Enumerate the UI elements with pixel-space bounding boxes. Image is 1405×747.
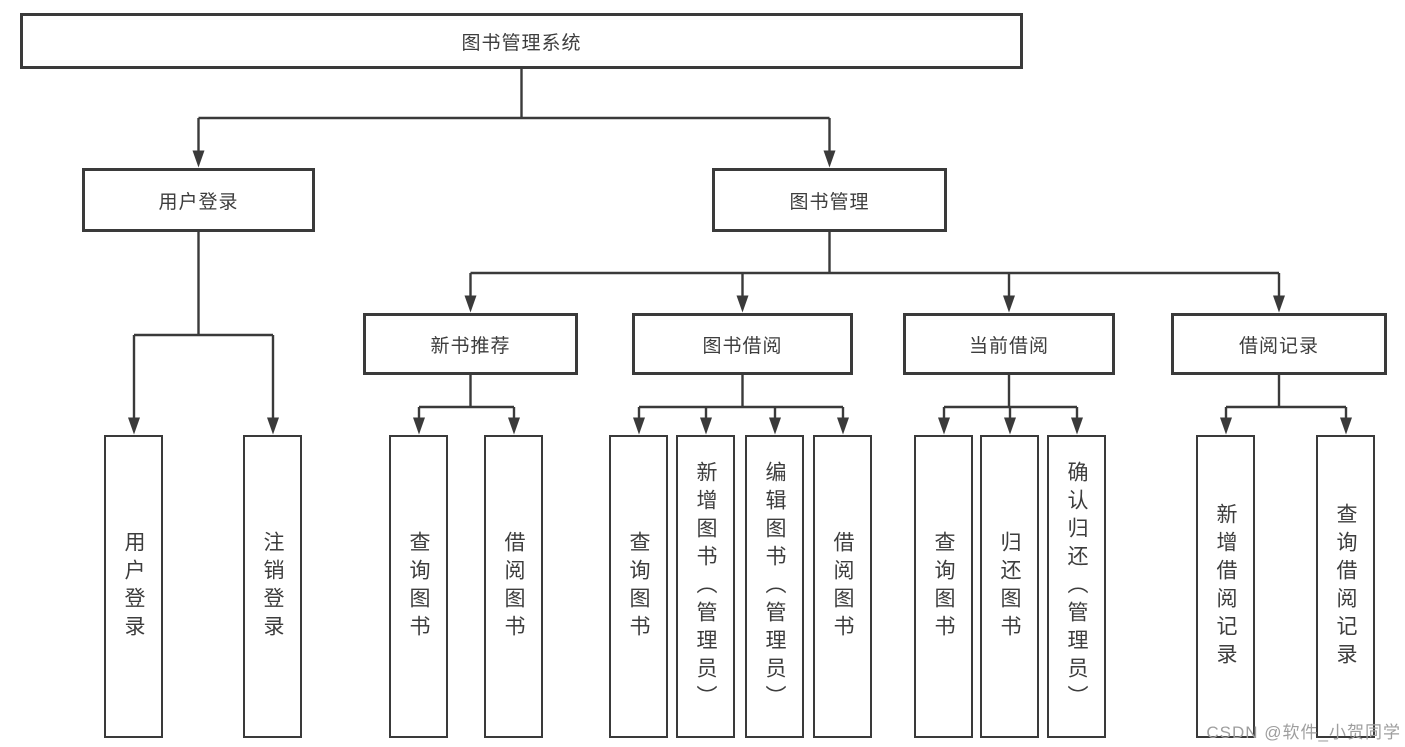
node-current-borrowing: 当前借阅 xyxy=(903,313,1115,375)
leaf-return-books: 归还图书 xyxy=(980,435,1039,738)
leaf-confirm-return-admin: 确认归还（管理员） xyxy=(1047,435,1106,738)
csdn-watermark: CSDN @软件_小贺同学 xyxy=(1206,723,1401,742)
leaf-query-borrow-record: 查询借阅记录 xyxy=(1316,435,1375,738)
leaf-query-books-borrowing: 查询图书 xyxy=(609,435,668,738)
leaf-add-books-admin: 新增图书（管理员） xyxy=(676,435,735,738)
node-book-borrowing: 图书借阅 xyxy=(632,313,853,375)
node-book-management: 图书管理 xyxy=(712,168,947,232)
leaf-borrow-books-recommend: 借阅图书 xyxy=(484,435,543,738)
leaf-borrow-books-borrowing: 借阅图书 xyxy=(813,435,872,738)
node-user-login: 用户登录 xyxy=(82,168,315,232)
leaf-add-borrow-record: 新增借阅记录 xyxy=(1196,435,1255,738)
leaf-query-books-recommend: 查询图书 xyxy=(389,435,448,738)
leaf-edit-books-admin: 编辑图书（管理员） xyxy=(745,435,804,738)
node-borrowing-records: 借阅记录 xyxy=(1171,313,1387,375)
node-new-book-recommendation: 新书推荐 xyxy=(363,313,578,375)
node-library-management-system: 图书管理系统 xyxy=(20,13,1023,69)
leaf-logout: 注销登录 xyxy=(243,435,302,738)
leaf-user-login: 用户登录 xyxy=(104,435,163,738)
leaf-query-books-current: 查询图书 xyxy=(914,435,973,738)
